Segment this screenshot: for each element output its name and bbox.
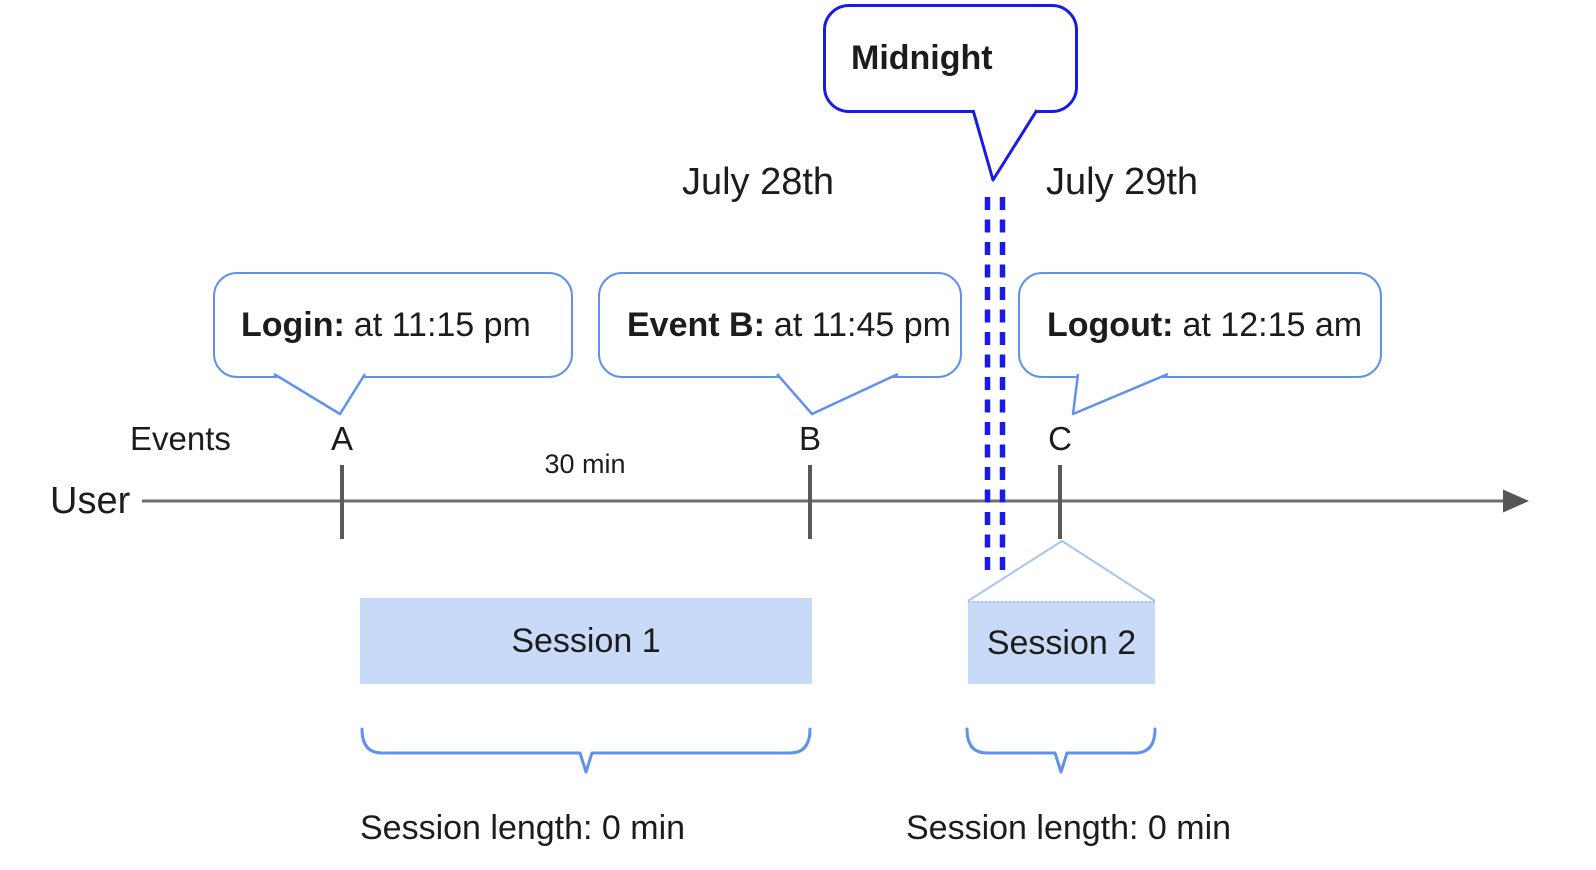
event-marker-b: B [798,420,821,457]
session2-length-label: Session length: 0 min [906,809,1232,847]
date-label-july-29: July 29th [1045,161,1199,203]
midnight-callout-label: Midnight [851,39,993,77]
session1-brace [360,727,812,774]
midnight-callout-tail [971,109,1039,182]
logout-callout: Logout: at 12:15 am [1018,272,1382,378]
timeline-arrowhead-icon [1503,489,1529,513]
midnight-callout: Midnight [823,4,1078,113]
session2-funnel-lines [967,539,1156,602]
session1-length-label: Session length: 0 min [360,809,686,847]
logout-callout-tail [1071,372,1169,416]
event-b-callout: Event B: at 11:45 pm [598,272,962,378]
login-callout-tail [273,372,367,416]
session2-label: Session 2 [986,624,1137,662]
event-b-callout-tail [776,372,899,416]
session2-box: Session 2 [968,601,1155,684]
event-b-callout-label: Event B: [627,305,765,344]
login-callout-text: at 11:15 pm [353,305,531,344]
login-callout: Login: at 11:15 pm [213,272,573,378]
date-label-july-28: July 28th [681,161,835,203]
login-callout-label: Login: [241,305,345,344]
session2-brace [965,727,1157,774]
user-timeline-label: User [50,480,131,522]
event-b-callout-text: at 11:45 pm [773,305,951,344]
logout-callout-label: Logout: [1047,305,1174,344]
session1-box: Session 1 [360,598,812,684]
logout-callout-text: at 12:15 am [1182,305,1363,344]
event-marker-c: C [1048,420,1072,457]
event-marker-a: A [330,420,353,457]
interval-label-30min: 30 min [544,449,626,479]
events-axis-label: Events [130,420,231,457]
session1-label: Session 1 [511,621,661,660]
